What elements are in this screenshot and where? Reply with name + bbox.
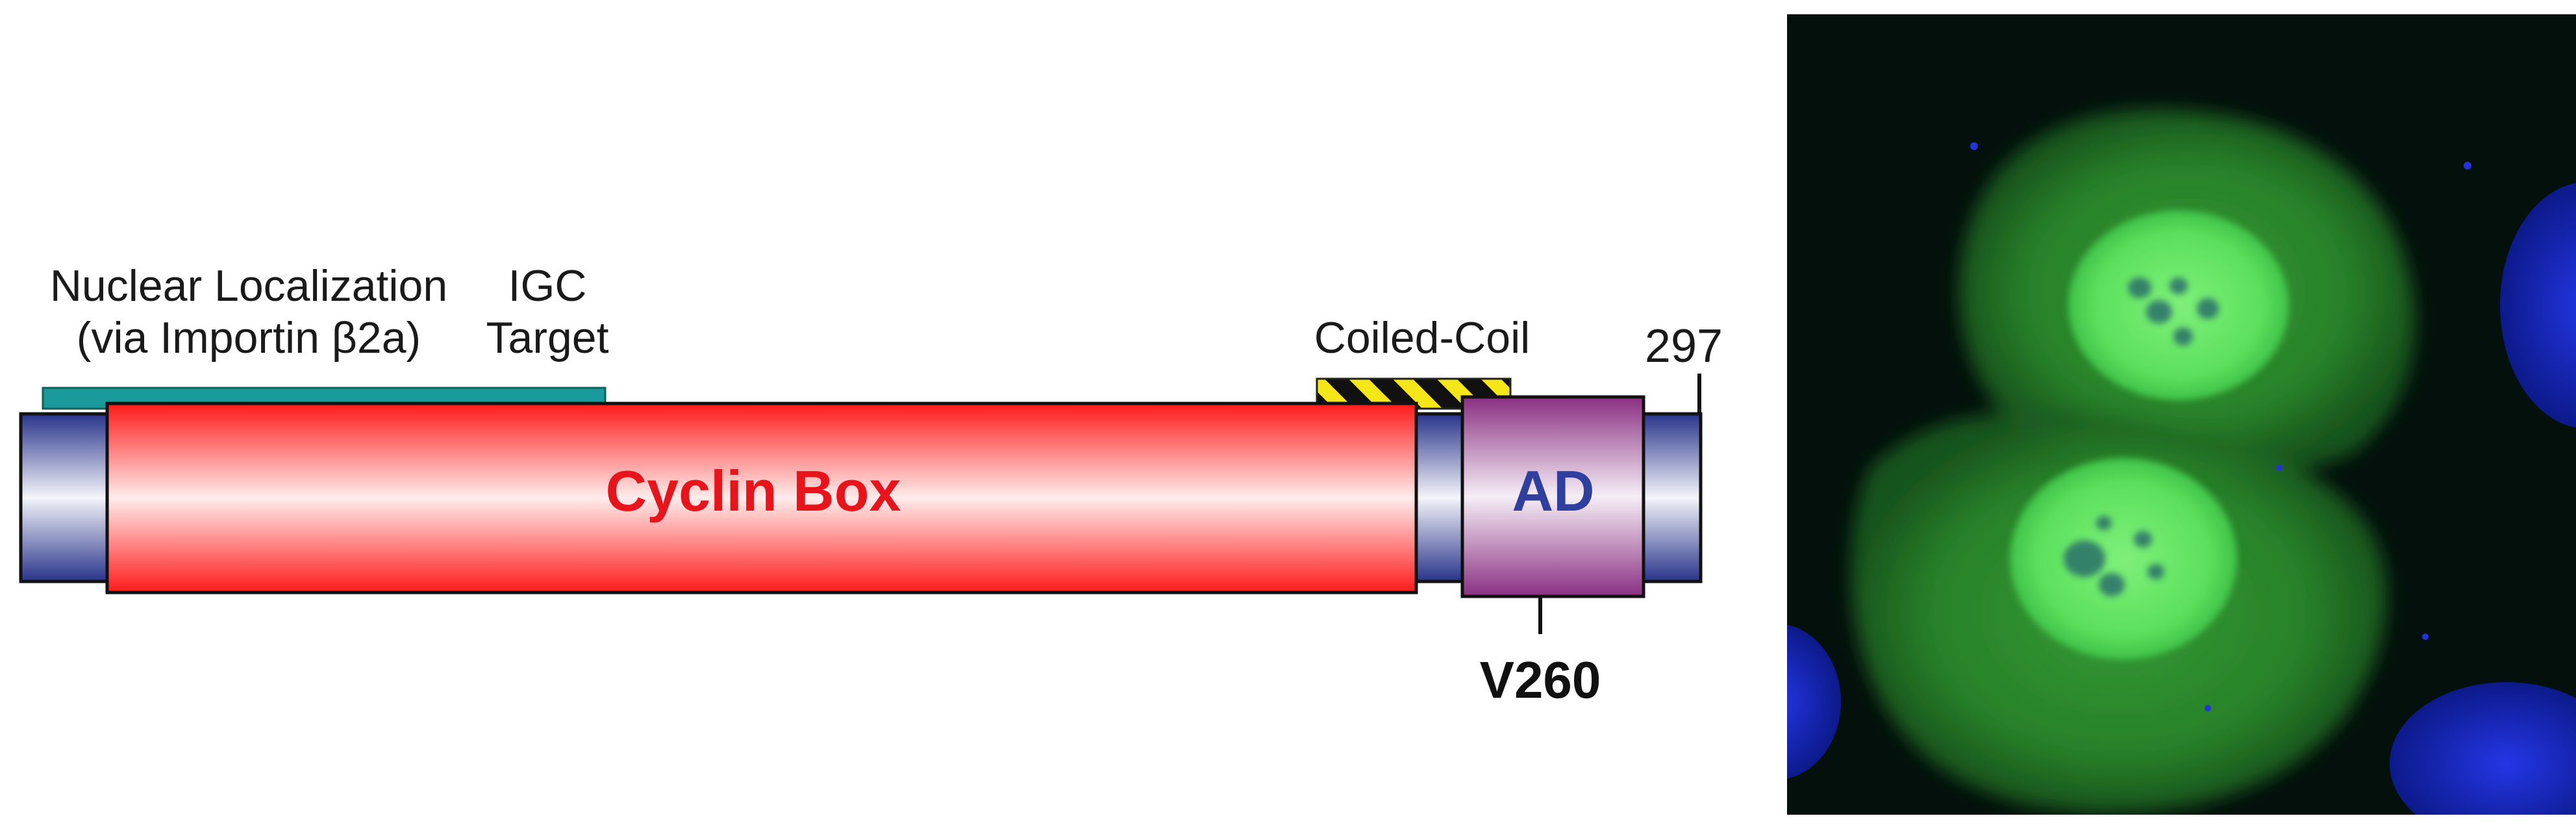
ad-domain — [1460, 395, 1645, 598]
dapi-specks — [1970, 142, 2471, 711]
end-residue-label: 297 — [1645, 320, 1723, 372]
dapi-nucleus-bottom-left — [1787, 624, 1841, 779]
igc-label-line2: Target — [486, 313, 609, 363]
fluorescence-micrograph — [1787, 14, 2576, 815]
nls-label-line2: (via Importin β2a) — [77, 313, 421, 363]
cyclin-box-label: Cyclin Box — [606, 459, 901, 523]
nls-label-line1: Nuclear Localization — [50, 261, 447, 311]
cyclin-box — [105, 402, 1418, 594]
dapi-nucleus-bottom-right — [2390, 682, 2576, 815]
domain-diagram: Cyclin Box AD V260 297 Nuclear Localizat… — [19, 261, 1723, 709]
dapi-nucleus-right — [2500, 183, 2576, 428]
igc-label-line1: IGC — [508, 261, 587, 311]
cell-lower-nucleus — [2010, 458, 2237, 659]
cell-upper-nucleus — [2068, 210, 2289, 400]
nucleoli — [2064, 277, 2219, 596]
ad-domain-label: AD — [1512, 459, 1594, 523]
coiled-coil-label: Coiled-Coil — [1314, 313, 1531, 363]
v260-label: V260 — [1480, 651, 1601, 709]
